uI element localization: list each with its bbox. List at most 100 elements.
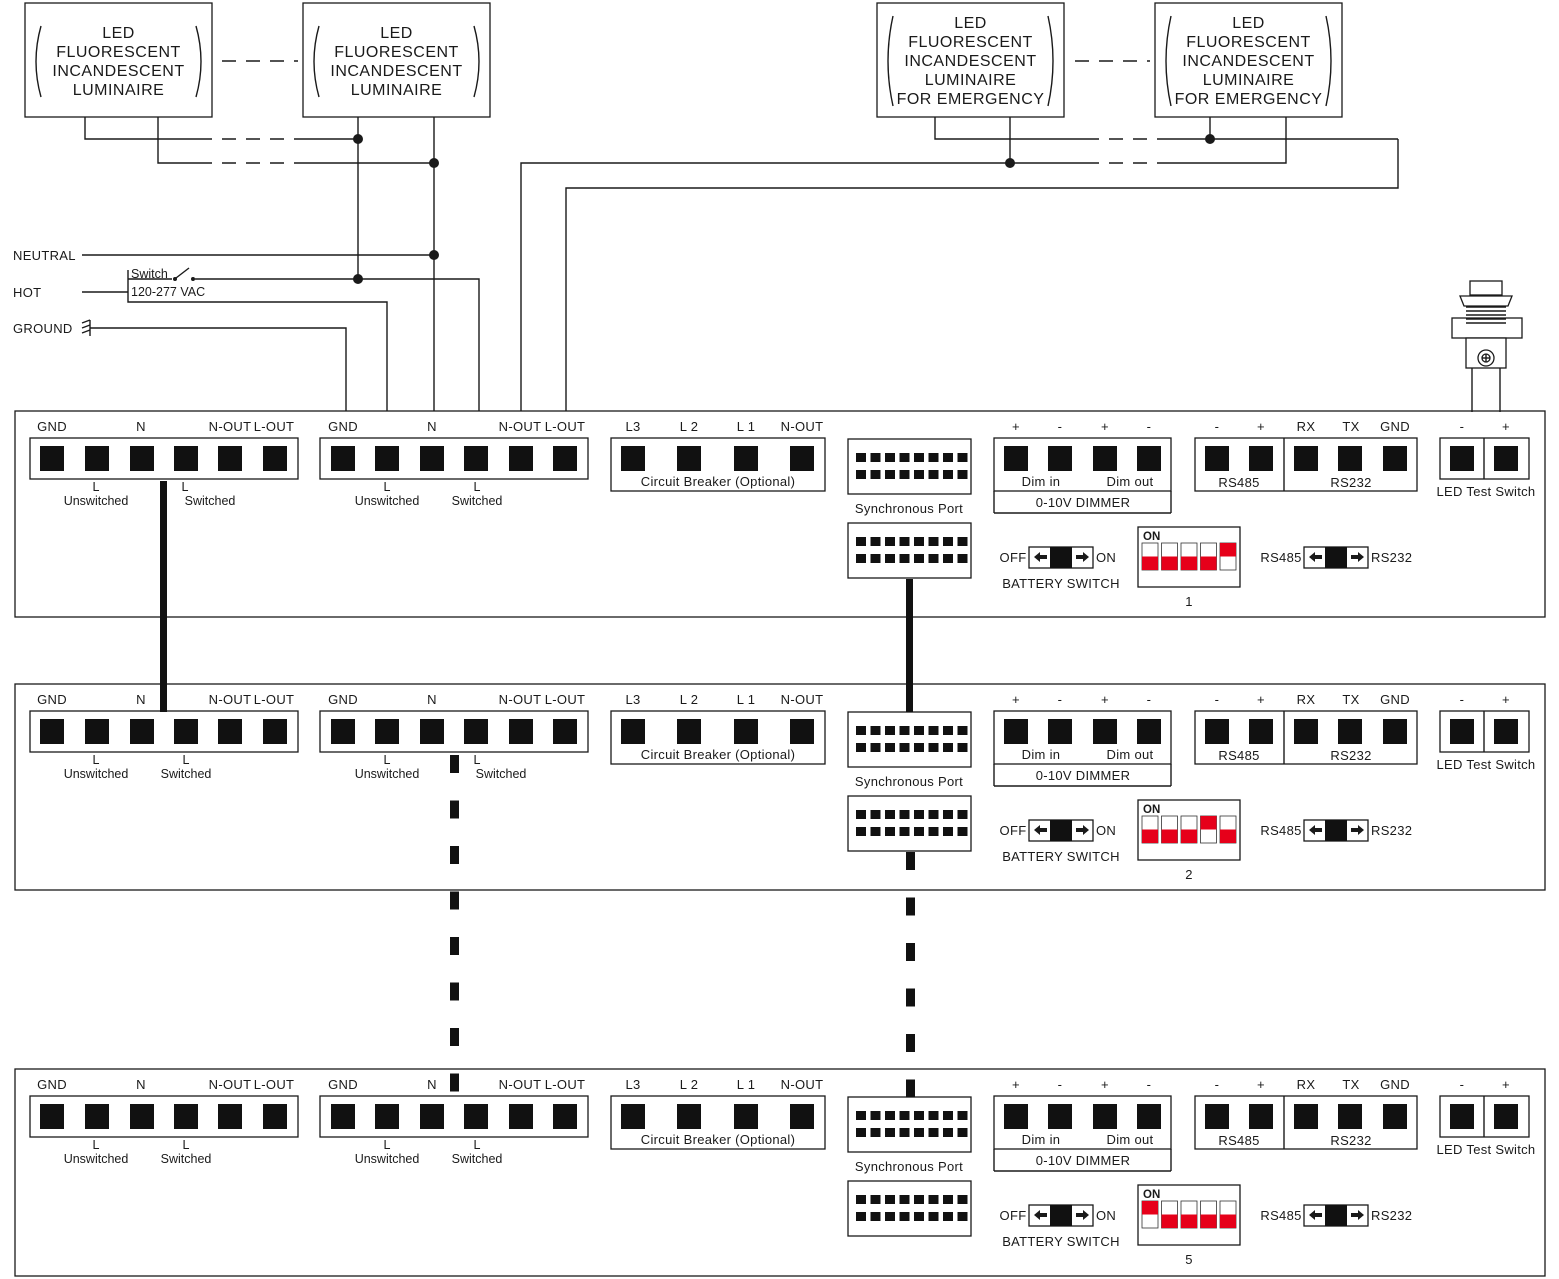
sync-pin xyxy=(899,726,910,735)
sync-pin xyxy=(899,453,910,462)
hot-unswitched-wire xyxy=(127,270,388,412)
wire xyxy=(84,117,212,140)
terminal-label: L-OUT xyxy=(545,419,586,434)
breaker-label: L 2 xyxy=(680,419,699,434)
breaker-terminal xyxy=(677,719,701,744)
ground-wire xyxy=(90,327,347,412)
sync-pin xyxy=(856,1128,866,1137)
dip-lever xyxy=(1161,1214,1178,1228)
sync-pin xyxy=(943,1111,953,1120)
unit-number: 1 xyxy=(1185,594,1193,609)
sync-pin xyxy=(928,810,939,819)
terminal-strip xyxy=(29,1095,299,1138)
terminal-block xyxy=(331,1104,355,1129)
comm-label: GND xyxy=(1380,1077,1410,1092)
comm-terminal xyxy=(1249,719,1273,744)
terminal-block xyxy=(509,1104,533,1129)
terminal-strip xyxy=(319,437,589,480)
luminaire-text: LUMINAIRE xyxy=(73,82,165,99)
dimmer-terminal xyxy=(1048,446,1072,471)
switch-contact xyxy=(191,277,195,281)
unswitched-label: Unswitched xyxy=(64,767,129,781)
sync-pin xyxy=(870,453,881,462)
luminaire-text: INCANDESCENT xyxy=(330,63,462,80)
luminaire-text: LED xyxy=(954,15,987,32)
polarity-label: + xyxy=(1012,1077,1020,1092)
sync-pin xyxy=(899,810,910,819)
terminal-block xyxy=(420,719,444,744)
comm-terminal xyxy=(1383,446,1407,471)
terminal-label: L-OUT xyxy=(254,1077,295,1092)
dim-out-label: Dim out xyxy=(1107,474,1154,489)
sync-pin xyxy=(856,810,866,819)
sync-pin xyxy=(914,827,924,836)
dip-lever xyxy=(1200,1214,1217,1228)
sync-pin xyxy=(899,827,910,836)
switched-label: Switched xyxy=(161,767,212,781)
terminal-block xyxy=(40,446,64,471)
l-label: L xyxy=(93,480,100,494)
dip-lever xyxy=(1142,1201,1158,1215)
polarity-label: - xyxy=(1460,692,1465,707)
terminal-strip xyxy=(319,710,589,753)
led-test-terminal xyxy=(1494,446,1518,471)
sync-pin xyxy=(928,743,939,752)
terminal-block xyxy=(553,446,577,471)
sync-pin xyxy=(870,1195,881,1204)
link-dash-n xyxy=(450,1028,459,1046)
terminal-block xyxy=(40,719,64,744)
sync-pin xyxy=(885,453,895,462)
polarity-label: + xyxy=(1502,419,1510,434)
battery-switch-knob xyxy=(1050,820,1072,841)
switch-arm xyxy=(175,267,190,279)
breaker-label: N-OUT xyxy=(781,419,824,434)
test-switch-bezel xyxy=(1459,295,1513,307)
terminal-block xyxy=(263,446,287,471)
terminal-label: GND xyxy=(37,1077,67,1092)
circuit-breaker-label: Circuit Breaker (Optional) xyxy=(641,474,795,489)
comm-terminal xyxy=(1383,719,1407,744)
dim-in-label: Dim in xyxy=(1022,747,1061,762)
dimmer-terminal xyxy=(1004,446,1028,471)
sync-pin xyxy=(856,1212,866,1221)
junction-dot xyxy=(429,158,439,168)
unswitched-label: Unswitched xyxy=(355,767,420,781)
breaker-terminal xyxy=(790,1104,814,1129)
junction-dot xyxy=(1205,134,1215,144)
sync-port-upper xyxy=(847,1096,972,1153)
wiring-lines xyxy=(84,60,1399,412)
polarity-label: + xyxy=(1012,419,1020,434)
link-dash-n xyxy=(450,846,459,864)
link-dash-n xyxy=(450,1073,459,1092)
sync-pin xyxy=(899,743,910,752)
sync-pin xyxy=(957,470,968,479)
terminal-block xyxy=(331,446,355,471)
dip-lever xyxy=(1220,1214,1236,1228)
bracket-right xyxy=(1325,15,1332,107)
breaker-label: L3 xyxy=(625,419,640,434)
link-dash-n xyxy=(450,800,459,819)
terminal-label: N-OUT xyxy=(499,692,542,707)
sync-pin xyxy=(885,537,895,546)
switched-label: Switched xyxy=(476,767,527,781)
circuit-breaker-label: Circuit Breaker (Optional) xyxy=(641,1132,795,1147)
comm-terminal xyxy=(1205,446,1229,471)
ground-symbol xyxy=(81,329,91,334)
comm-terminal xyxy=(1249,1104,1273,1129)
sync-pin xyxy=(856,470,866,479)
dim-out-label: Dim out xyxy=(1107,747,1154,762)
comm-terminal xyxy=(1338,1104,1362,1129)
breaker-label: L 1 xyxy=(737,419,756,434)
comm-label: - xyxy=(1215,692,1220,707)
polarity-label: + xyxy=(1101,692,1109,707)
polarity-label: - xyxy=(1147,419,1152,434)
polarity-label: - xyxy=(1058,692,1063,707)
switched-label: Switched xyxy=(452,494,503,508)
rs232-terminal-label: RS232 xyxy=(1330,1133,1371,1148)
battery-switch-label: BATTERY SWITCH xyxy=(1002,1234,1120,1249)
sync-pin xyxy=(928,827,939,836)
comm-select-knob xyxy=(1325,820,1347,841)
sync-pin xyxy=(856,1195,866,1204)
